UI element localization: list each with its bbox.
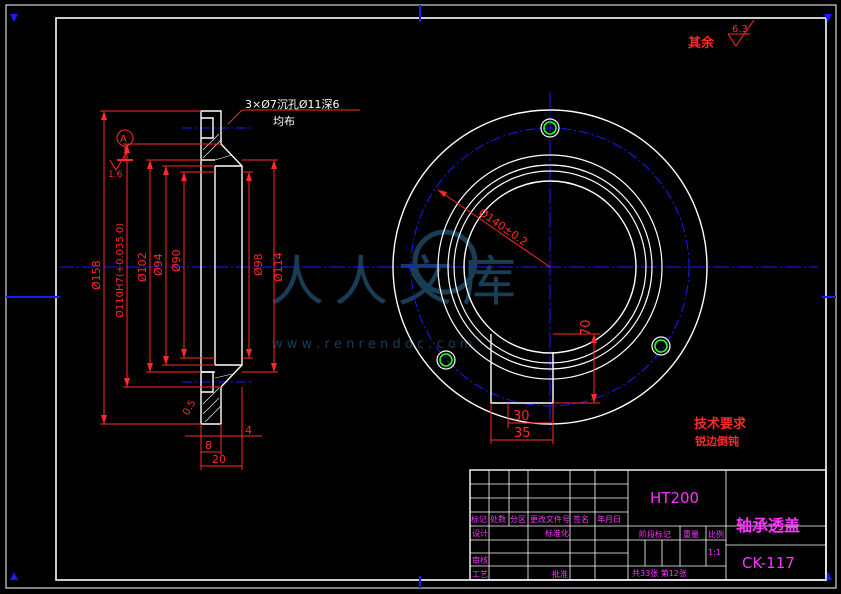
- tb-standard: 标准化: [545, 528, 569, 538]
- tb-header-sign: 签名: [573, 514, 589, 524]
- dim-d158: Ø158: [90, 260, 103, 290]
- dim-20: 20: [212, 453, 226, 466]
- datum-label: A: [120, 134, 127, 145]
- tech-requirements-title: 技术要求: [694, 416, 747, 432]
- dim-8: 8: [205, 439, 212, 452]
- watermark-url: w w w . r e n r e n d o c . c o m: [272, 337, 473, 352]
- ring-1: [437, 154, 663, 380]
- ring-2: [447, 164, 653, 370]
- dim-d102: Ø102: [136, 252, 149, 282]
- roughness-value: 6.3: [732, 24, 748, 35]
- tb-review: 审核: [472, 555, 488, 565]
- hole-note-line1: 3×Ø7沉孔Ø11深6: [245, 98, 340, 111]
- tb-weight: 重量: [683, 529, 699, 539]
- dim-arrows: [101, 111, 277, 424]
- tb-design: 设计: [472, 528, 488, 538]
- tb-sheet-info: 共33张 第12张: [632, 568, 687, 578]
- inner-frame: [55, 17, 827, 581]
- dim-d94: Ø94: [152, 253, 165, 276]
- tb-material: HT200: [650, 489, 699, 507]
- datum-symbol: A 1.6: [108, 129, 134, 180]
- roughness-note: 其余 6.3: [688, 19, 755, 51]
- tb-approve: 批准: [552, 569, 568, 579]
- roughness-label: 其余: [688, 35, 715, 51]
- tb-scale-value: 1:1: [708, 548, 721, 557]
- side-view: Ø158 Ø110H7(+0.035 0) Ø102 Ø94 Ø90 Ø98 Ø…: [60, 98, 360, 470]
- dim-slot-width-outer: 35: [514, 426, 531, 441]
- slot: [490, 334, 554, 404]
- bolt-holes: [436, 118, 671, 370]
- dim-chamfer: 0.5: [181, 398, 198, 417]
- vertical-dims: [100, 110, 278, 425]
- section-outline: [200, 110, 243, 425]
- dim-bolt-circle: Ø140±0.2: [476, 206, 530, 249]
- tb-header-zone: 分区: [510, 515, 526, 524]
- dim-d90: Ø90: [170, 249, 183, 272]
- hole-note-line2: 均布: [273, 115, 295, 128]
- tb-part-name: 轴承透盖: [736, 516, 800, 535]
- outer-edge: [392, 109, 708, 425]
- horizontal-dims: [185, 387, 262, 470]
- ring-3: [453, 170, 647, 364]
- watermark: 人人文库 w w w . r e n r e n d o c . c o m: [270, 229, 516, 352]
- bolt-circle: [410, 127, 690, 407]
- dim-slot-height: 70: [579, 319, 594, 336]
- dim-d98: Ø98: [252, 253, 265, 276]
- dim-slot-width-inner: 30: [513, 409, 530, 424]
- roughness-symbol-icon: [727, 19, 755, 47]
- tb-scale-label: 比例: [708, 529, 724, 539]
- tb-header-date: 年月日: [597, 514, 621, 524]
- tech-requirements-item: 锐边倒钝: [695, 434, 739, 448]
- title-block: 标记 处数 分区 更改文件号 签名 年月日 设计 标准化 审核 工艺 批准 阶段…: [469, 469, 827, 581]
- section-hatch: [202, 133, 233, 423]
- tb-header-mark: 标记: [471, 514, 487, 524]
- tb-process: 工艺: [472, 570, 488, 579]
- dim-4: 4: [245, 424, 252, 437]
- bore: [463, 180, 637, 354]
- tb-header-change-doc: 更改文件号: [530, 514, 570, 524]
- tb-drawing-no: CK-117: [742, 554, 795, 572]
- dim-d114: Ø114: [272, 252, 285, 282]
- tb-stage-mark: 阶段标记: [639, 529, 671, 539]
- dim-d110h7: Ø110H7(+0.035 0): [114, 223, 126, 318]
- tb-header-count: 处数: [490, 514, 506, 524]
- datum-value: 1.6: [108, 170, 123, 180]
